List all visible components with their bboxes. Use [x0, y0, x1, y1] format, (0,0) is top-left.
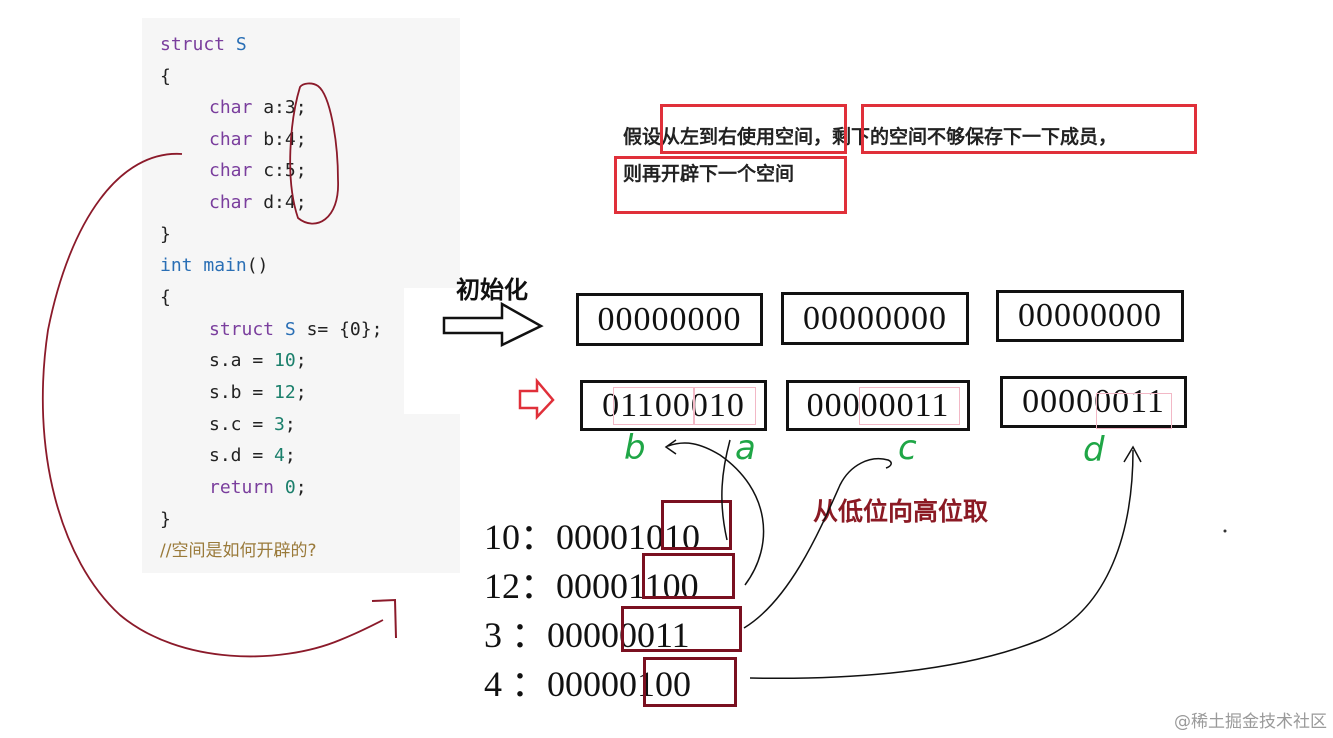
red-highlight-box [861, 104, 1197, 154]
code-line-field-b: char b:4; [209, 129, 307, 151]
keyword-struct: struct [160, 34, 226, 55]
binary-row-4: 4 ：00000100 [484, 655, 691, 707]
code-loop-hook [371, 598, 397, 639]
init-keyword: struct [209, 319, 275, 340]
bits-box-b [642, 553, 735, 599]
assign-value: 4 [274, 445, 285, 466]
binary-label: 3 ： [484, 615, 548, 655]
code-line-return: return 0; [209, 477, 307, 499]
result-byte-1: 01100010 [580, 380, 767, 431]
initial-byte-1: 00000000 [576, 293, 763, 346]
assign-lhs: s.c = [209, 414, 275, 435]
code-comment: //空间是如何开辟的? [160, 541, 317, 561]
field-label-b: b [624, 428, 646, 468]
code-line-assign-a: s.a = 10; [209, 350, 307, 372]
assign-value: 12 [274, 382, 296, 403]
red-highlight-box [614, 156, 847, 214]
binary-row-10: 10：00001010 [484, 508, 700, 560]
return-value: 0 [284, 477, 296, 498]
binary-bits: 00001100 [556, 566, 699, 606]
binary-bits: 00001010 [556, 517, 701, 557]
field-type: char [209, 192, 253, 213]
code-line-field-c: char c:5; [209, 160, 307, 182]
bits-box-a [661, 500, 732, 550]
field-label-d: d [1083, 430, 1105, 470]
arrow-curve-d [749, 449, 1134, 680]
watermark: @稀土掘金技术社区 [1174, 712, 1327, 732]
result-byte-3: 00000011 [1000, 376, 1187, 428]
binary-row-3: 3 ：00000011 [484, 606, 690, 658]
code-line-main-close: } [160, 509, 171, 530]
note-line-1: 假设从左到右使用空间，剩下的空间不够保存下一下成员， [623, 126, 1118, 148]
field-decl: b:4; [263, 129, 307, 150]
arrow-head-d [1123, 445, 1142, 463]
bit-group-highlight [859, 387, 960, 425]
assign-end: ; [284, 445, 296, 466]
field-decl: c:5; [263, 160, 307, 181]
init-type: S [284, 319, 296, 340]
assign-end: ; [284, 414, 296, 435]
field-type: char [209, 160, 253, 181]
init-rest: s= {0}; [306, 319, 383, 340]
arrow-curve-a [721, 439, 731, 541]
field-label-a: a [735, 428, 756, 468]
main-name: main [203, 255, 247, 276]
code-line-main: int main() [160, 255, 268, 277]
assign-lhs: s.b = [209, 382, 275, 403]
assign-lhs: s.d = [209, 445, 275, 466]
arrow-curve-c [743, 458, 892, 629]
bit-width-oval [289, 82, 339, 225]
struct-name: S [235, 34, 247, 55]
code-loop-curve [42, 153, 384, 658]
assign-value: 10 [274, 350, 296, 371]
code-line-assign-c: s.c = 3; [209, 414, 296, 436]
code-line-main-open: { [160, 287, 171, 308]
hollow-right-arrow-icon [442, 301, 544, 347]
return-end: ; [295, 477, 307, 498]
field-type: char [209, 129, 253, 150]
main-return-type: int [160, 255, 193, 276]
binary-label: 10： [484, 517, 557, 557]
note-line-2: 则再开辟下一个空间 [623, 163, 795, 185]
binary-bits: 00000100 [547, 664, 692, 704]
initial-byte-3: 00000000 [996, 290, 1184, 342]
code-line-close-struct: } [160, 224, 171, 245]
field-label-c: c [898, 428, 917, 468]
code-line-open-brace: { [160, 66, 171, 87]
init-label: 初始化 [456, 275, 528, 304]
arrow-curve-b [667, 442, 765, 586]
arrow-head-b [664, 439, 677, 455]
code-line-assign-b: s.b = 12; [209, 382, 307, 404]
low-to-high-note: 从低位向高位取 [813, 497, 989, 526]
stray-dot [1223, 529, 1227, 533]
main-parens: () [246, 255, 269, 276]
binary-label: 12： [484, 566, 557, 606]
bit-group-highlight [613, 387, 694, 425]
field-type: char [209, 97, 253, 118]
code-line-init: struct S s= {0}; [209, 319, 382, 341]
initial-byte-2: 00000000 [781, 292, 969, 345]
result-byte-2: 00000011 [786, 380, 970, 431]
bit-group-highlight [694, 387, 756, 425]
bits-box-d [643, 657, 737, 707]
red-right-arrow-icon [518, 377, 555, 421]
white-patch [404, 288, 462, 414]
assign-lhs: s.a = [209, 350, 275, 371]
return-keyword: return [209, 477, 275, 498]
assign-value: 3 [274, 414, 285, 435]
binary-bits: 00000011 [547, 615, 690, 655]
bits-box-c [621, 606, 742, 652]
code-line-assign-d: s.d = 4; [209, 445, 296, 467]
bit-group-highlight [1096, 393, 1172, 429]
red-highlight-box [660, 104, 847, 154]
assign-end: ; [295, 382, 307, 403]
binary-row-12: 12：00001100 [484, 557, 699, 609]
assign-end: ; [295, 350, 307, 371]
binary-label: 4 ： [484, 664, 548, 704]
code-line-struct: struct S [160, 34, 247, 56]
